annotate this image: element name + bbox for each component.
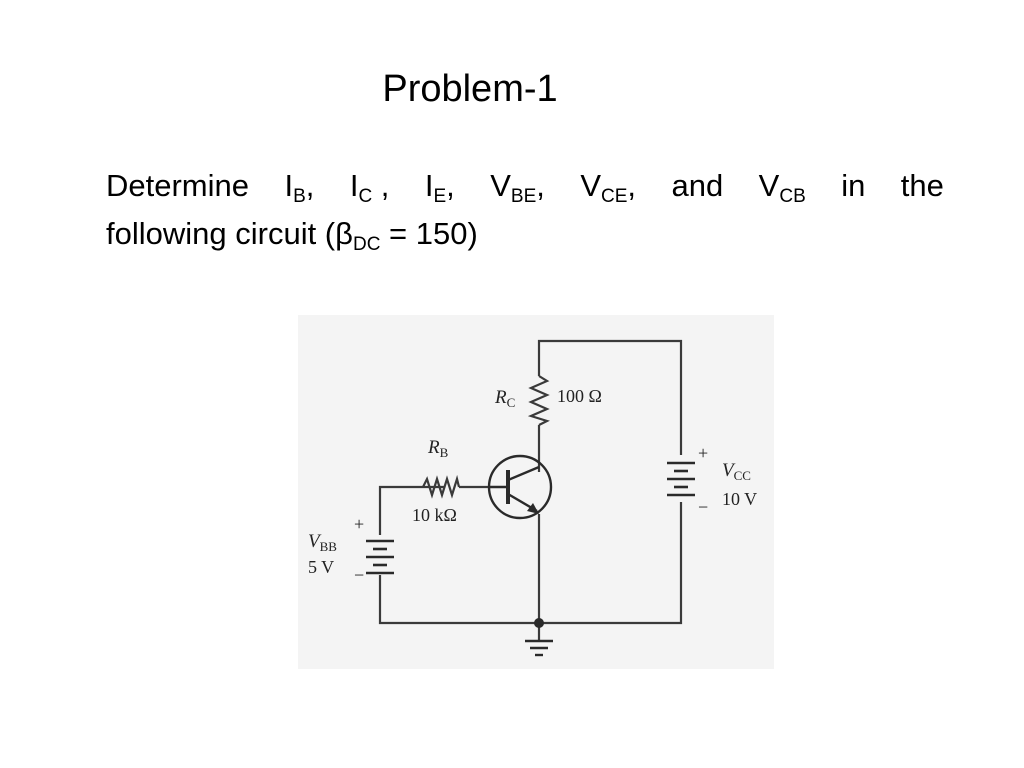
word-determine: Determine xyxy=(106,168,249,203)
term-ie: IE, xyxy=(424,168,455,207)
vbb-battery xyxy=(366,539,394,575)
vbb-plus: + xyxy=(354,514,364,534)
word-in: in xyxy=(841,168,866,203)
vcc-minus: − xyxy=(698,497,708,517)
term-vce: VCE, xyxy=(580,168,637,207)
term-vbe: VBE, xyxy=(490,168,545,207)
vbb-minus: − xyxy=(354,565,364,585)
vcc-value: 10 V xyxy=(722,489,757,509)
ground-symbol xyxy=(525,639,553,657)
problem-statement: Determine IB, IC , IE, VBE, VCE, and VCB… xyxy=(106,162,944,258)
rb-value: 10 kΩ xyxy=(412,505,457,525)
vcc-label: VCC xyxy=(722,460,751,483)
rc-label: RC xyxy=(494,387,515,410)
rb-label: RB xyxy=(427,437,449,460)
word-and: and xyxy=(671,168,724,203)
circuit-diagram: RC 100 Ω RB 10 kΩ + − VCC 10 V + − VBB 5… xyxy=(298,315,774,669)
vcc-plus: + xyxy=(698,443,708,463)
diagram-background xyxy=(298,315,774,669)
rc-resistor xyxy=(527,375,550,426)
problem-line-1: Determine IB, IC , IE, VBE, VCE, and VCB… xyxy=(106,162,944,210)
ground-node xyxy=(534,618,544,628)
circuit-wires xyxy=(378,339,683,640)
vcc-battery xyxy=(667,461,695,497)
vbb-label: VBB xyxy=(308,531,337,554)
term-vcb: VCB xyxy=(758,168,806,207)
page-title: Problem-1 xyxy=(382,68,558,110)
rc-value: 100 Ω xyxy=(557,386,602,406)
vbb-value: 5 V xyxy=(308,557,334,577)
rb-resistor xyxy=(422,474,461,499)
beta-subscript: DC xyxy=(352,234,381,255)
problem-line-2: following circuit (βDC = 150) xyxy=(106,216,478,255)
word-the: the xyxy=(900,168,944,203)
npn-transistor xyxy=(487,454,553,520)
term-ib: IB, xyxy=(284,168,315,207)
term-ic: IC , xyxy=(349,168,390,207)
